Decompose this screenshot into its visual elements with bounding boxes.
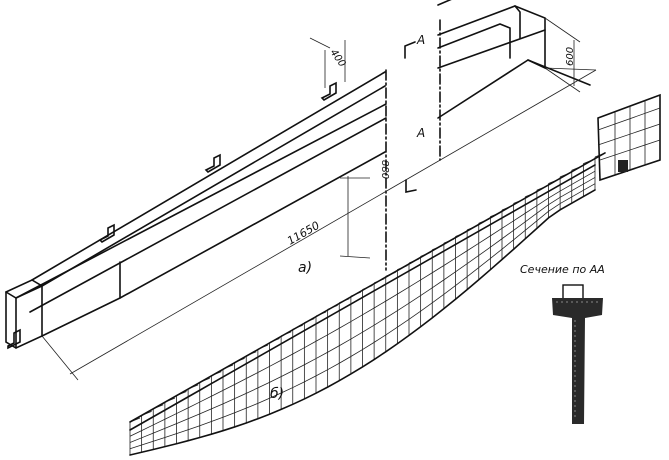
- section-title: Сечение по АА: [520, 263, 605, 276]
- beam-outline: [5, 0, 597, 381]
- section-mark-top: A: [416, 33, 425, 47]
- figure-a-label: а): [298, 260, 312, 276]
- flange-width-dimension: 400: [328, 47, 348, 69]
- reinforcement-cage-end: [597, 93, 661, 182]
- section-mark-bottom: A: [416, 126, 425, 140]
- section-aa-drawing: [552, 284, 603, 424]
- figure-b-label: б): [270, 386, 284, 402]
- reinforcement-cage: [129, 152, 606, 456]
- mid-height-dimension: 880: [379, 160, 390, 179]
- length-dimension: 11650: [285, 219, 322, 248]
- end-height-dimension: 600: [565, 47, 576, 66]
